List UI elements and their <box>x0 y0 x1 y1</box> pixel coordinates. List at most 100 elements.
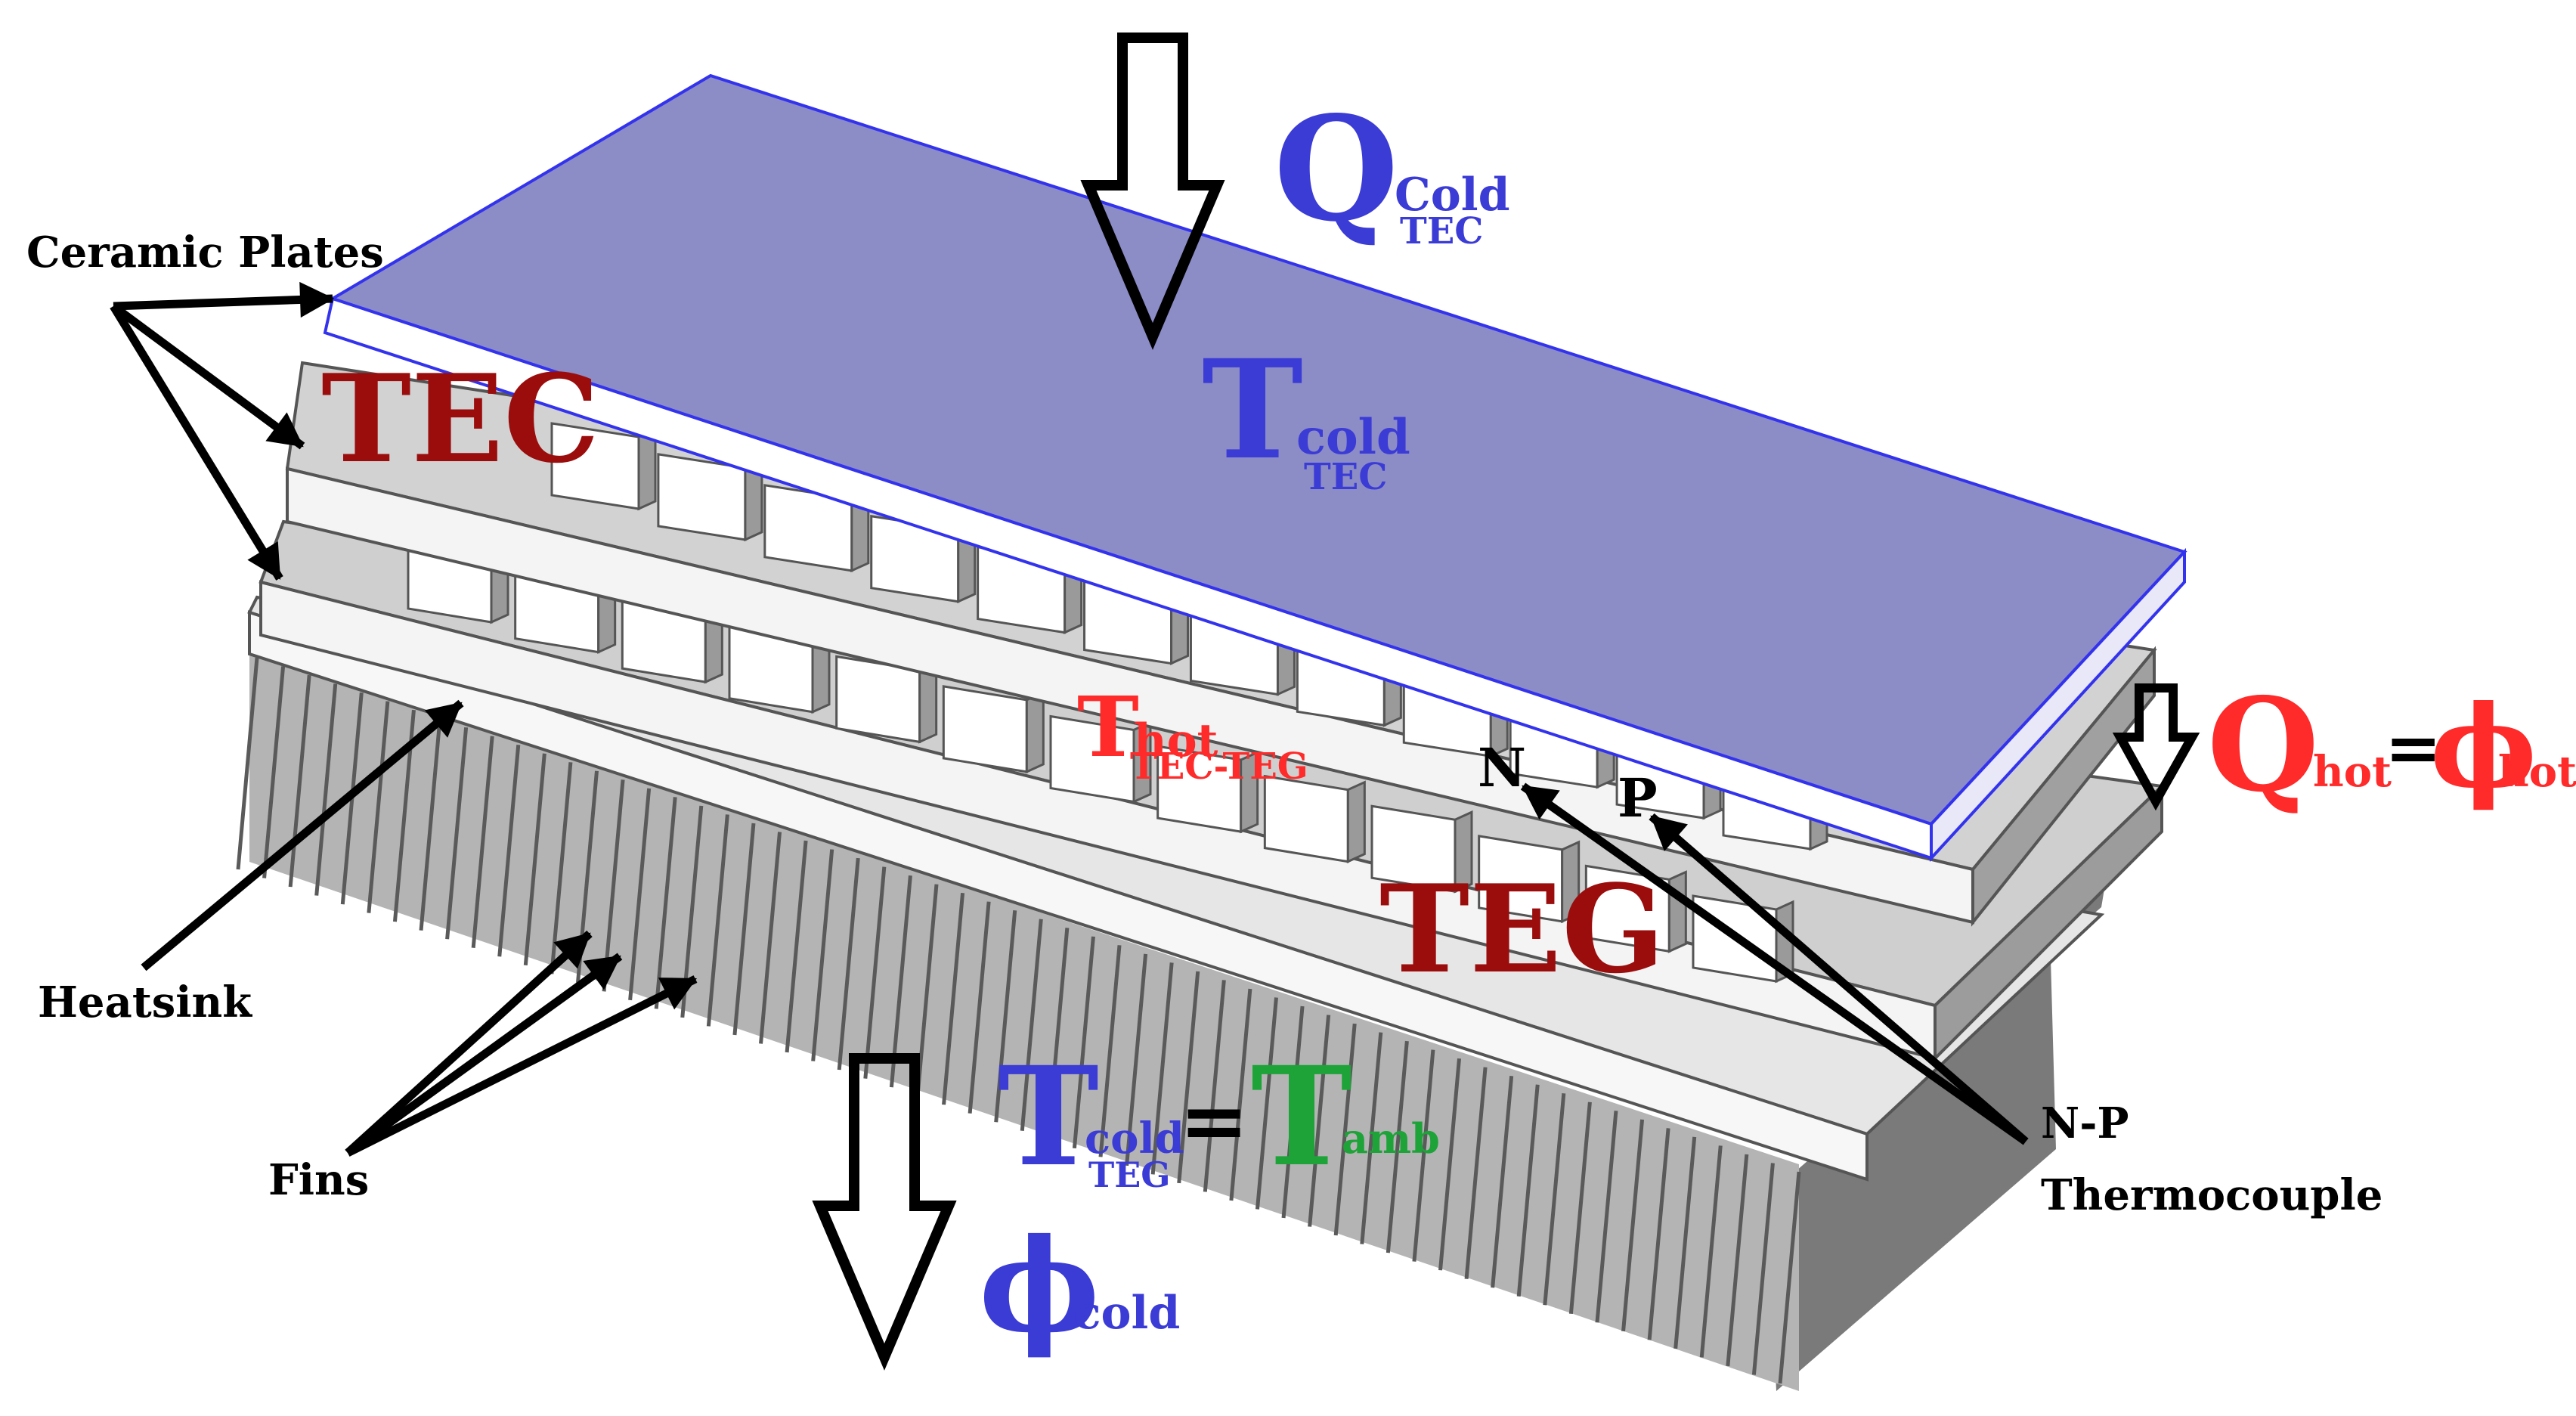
t-cold-teg-sup: cold <box>1085 1114 1184 1163</box>
top-plate-side-face <box>1930 547 2186 863</box>
p-arrow <box>1649 813 2029 1145</box>
q-cold-arrow <box>1080 33 1225 350</box>
ceramic-plates-arrow-mid <box>110 302 305 450</box>
fin <box>968 901 991 1114</box>
fin <box>262 666 286 878</box>
top-ceramic-plate <box>323 73 2187 863</box>
fin <box>602 779 625 992</box>
phi-hot-main: ϕ <box>2430 680 2537 813</box>
fin <box>497 745 521 957</box>
fins-label: Fins <box>268 1155 369 1205</box>
fin <box>1647 1128 1670 1340</box>
phi-cold-arrow <box>812 1053 957 1371</box>
fin <box>1621 1119 1645 1332</box>
thermoelement-block-side <box>1667 870 1687 953</box>
fin <box>1386 1040 1409 1253</box>
t-cold-teg-sub: TEG <box>1088 1154 1171 1195</box>
fin <box>1464 1067 1488 1279</box>
fin <box>1308 1015 1331 1227</box>
heatsink-fins <box>236 657 1801 1384</box>
fin <box>471 736 494 948</box>
fin <box>1255 997 1278 1210</box>
t-amb-sub: amb <box>1342 1114 1440 1163</box>
heatsink-label: Heatsink <box>38 978 252 1027</box>
fin <box>236 657 259 870</box>
fin <box>419 718 442 931</box>
fin <box>628 788 652 1001</box>
heatsink-side-face <box>1769 816 2116 1391</box>
q-cold-tec-symbol: Q Cold TEC <box>1274 85 1510 253</box>
q-hot-sub: hot <box>2313 747 2392 797</box>
ceramic-plates-arrow-top <box>113 281 335 318</box>
t-amb-main: T <box>1251 1037 1352 1197</box>
t-hot-symbol: T hot TEC-TEG <box>1077 678 1308 788</box>
fins-arrow-2 <box>345 953 623 1157</box>
thermoelement-block <box>1263 774 1349 863</box>
fin <box>1046 928 1070 1140</box>
fin <box>1778 1171 1801 1384</box>
fin <box>1516 1084 1540 1297</box>
fin <box>288 674 311 888</box>
fin <box>1751 1163 1775 1375</box>
fin <box>837 857 860 1071</box>
tec-label: TEC <box>321 348 599 490</box>
thermoelement-block <box>942 685 1028 773</box>
fin <box>1098 945 1122 1157</box>
fin <box>1125 953 1148 1167</box>
fin <box>1491 1075 1514 1288</box>
q-hot-main: Q <box>2207 670 2319 821</box>
t-cold-tec-main: T <box>1202 330 1303 490</box>
thermoelement-block-side <box>1454 810 1473 894</box>
fin <box>811 849 834 1061</box>
middle-plate-side <box>1971 646 2156 927</box>
fin <box>889 875 912 1088</box>
leader-arrows <box>110 281 2029 1157</box>
t-cold-teg-symbol: T cold TEG = T amb <box>998 1037 1440 1197</box>
phi-cold-main: ϕ <box>979 1210 1100 1362</box>
p-label: P <box>1618 767 1658 829</box>
fin <box>1699 1145 1723 1358</box>
t-cold-tec-sup: cold <box>1296 409 1410 466</box>
fin <box>863 866 887 1079</box>
fin <box>1543 1093 1566 1306</box>
fin <box>1673 1136 1697 1349</box>
thermoelement-block-side <box>1346 780 1366 863</box>
phi-cold-sub: cold <box>1073 1287 1180 1340</box>
thermoelement-block-side <box>1025 690 1045 774</box>
fin <box>1203 980 1226 1192</box>
np-thermocouple-label-line2: Thermocouple <box>2041 1170 2382 1220</box>
n-label: N <box>1478 736 1526 799</box>
thermoelement-block-side <box>1240 750 1259 834</box>
fin <box>915 884 939 1096</box>
fin <box>785 840 808 1053</box>
fin <box>1360 1032 1383 1244</box>
q-hot-eq: = <box>2385 708 2441 788</box>
t-cold-teg-main: T <box>998 1037 1099 1197</box>
ceramic-plates-arrow-bottom <box>110 304 283 581</box>
fin <box>1726 1154 1749 1367</box>
fin <box>445 727 469 940</box>
phi-cold-symbol: ϕ cold <box>979 1210 1180 1362</box>
fins-arrow-3 <box>345 975 698 1157</box>
fin <box>1020 919 1043 1131</box>
thermoelement-block-side <box>1561 840 1581 924</box>
q-hot-symbol: Q hot = ϕ hot <box>2207 670 2576 821</box>
heatsink-arrow <box>141 699 464 971</box>
fin <box>732 823 756 1036</box>
fin <box>314 683 338 896</box>
heatsink-fin-body <box>249 650 1799 1391</box>
phi-hot-sub: hot <box>2498 747 2576 797</box>
ceramic-plates-label: Ceramic Plates <box>26 228 384 277</box>
fin <box>654 797 677 1009</box>
fin <box>942 892 965 1105</box>
fin <box>759 832 782 1044</box>
fin <box>550 762 573 974</box>
fin <box>1177 971 1200 1184</box>
fin <box>706 814 729 1027</box>
np-thermocouple-label-line1: N-P <box>2041 1098 2129 1148</box>
fin <box>1595 1111 1618 1323</box>
fins-arrow-1 <box>345 930 593 1157</box>
q-cold-main: Q <box>1274 85 1399 253</box>
n-arrow <box>1520 782 2029 1145</box>
